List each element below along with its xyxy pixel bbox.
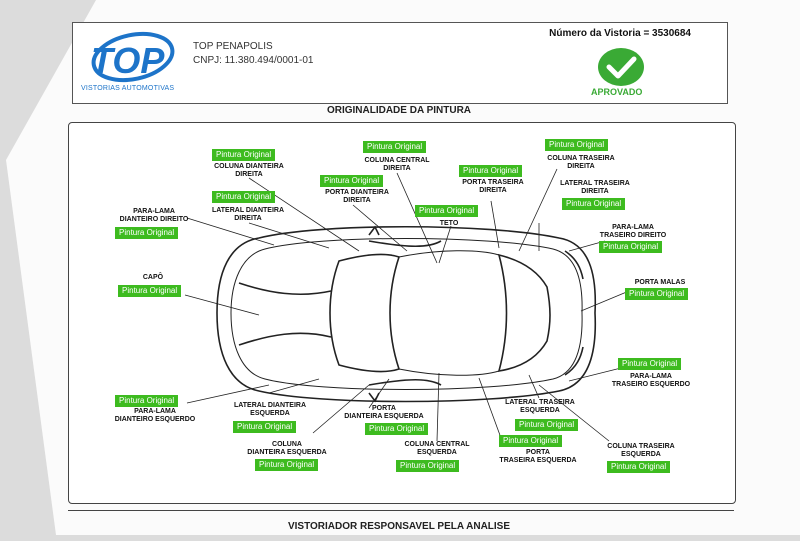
car-outline bbox=[184, 168, 630, 442]
status-porta-traseira-direita: Pintura Original bbox=[459, 165, 523, 177]
label-coluna-traseira-esquerda: COLUNA TRASEIRA ESQUERDA bbox=[607, 443, 675, 458]
label-para-lama-traseiro-esquerdo: PARA-LAMA TRASEIRO ESQUERDO bbox=[611, 373, 691, 388]
label-para-lama-traseiro-direito: PARA-LAMA TRASEIRO DIREITO bbox=[599, 224, 667, 239]
leader-lines bbox=[184, 168, 630, 442]
status-porta-traseira-esquerda: Pintura Original bbox=[499, 435, 563, 447]
label-porta-malas: PORTA MALAS bbox=[634, 279, 686, 286]
label-porta-dianteira-direita: PORTA DIANTEIRA DIREITA bbox=[325, 189, 389, 204]
status-teto: Pintura Original bbox=[415, 205, 479, 217]
footer-section bbox=[68, 510, 734, 541]
report-header: TOP VISTORIAS AUTOMOTIVAS TOP PENAPOLIS … bbox=[72, 22, 728, 104]
status-porta-dianteira-direita: Pintura Original bbox=[320, 175, 384, 187]
top-logo-icon: TOP bbox=[91, 31, 175, 83]
label-coluna-traseira-direita: COLUNA TRASEIRA DIREITA bbox=[547, 155, 615, 170]
status-para-lama-traseiro-direito: Pintura Original bbox=[599, 241, 663, 253]
status-coluna-traseira-direita: Pintura Original bbox=[545, 139, 609, 151]
status-badge: APROVADO bbox=[591, 87, 643, 97]
status-para-lama-dianteiro-esquerdo: Pintura Original bbox=[115, 395, 179, 407]
footer-title: VISTORIADOR RESPONSAVEL PELA ANALISE bbox=[287, 521, 511, 532]
section-title: ORIGINALIDADE DA PINTURA bbox=[326, 105, 472, 116]
label-para-lama-dianteiro-esquerdo: PARA-LAMA DIANTEIRO ESQUERDO bbox=[114, 408, 196, 423]
status-porta-dianteira-esquerda: Pintura Original bbox=[365, 423, 429, 435]
car-paint-diagram: Pintura Original COLUNA DIANTEIRA DIREIT… bbox=[68, 122, 736, 504]
label-coluna-central-esquerda: COLUNA CENTRAL ESQUERDA bbox=[404, 441, 470, 456]
status-capo: Pintura Original bbox=[118, 285, 182, 297]
label-coluna-dianteira-direita: COLUNA DIANTEIRA DIREITA bbox=[214, 163, 284, 178]
status-coluna-traseira-esquerda: Pintura Original bbox=[607, 461, 671, 473]
status-lateral-traseira-esquerda: Pintura Original bbox=[515, 419, 579, 431]
status-coluna-central-esquerda: Pintura Original bbox=[396, 460, 460, 472]
label-lateral-dianteira-direita: LATERAL DIANTEIRA DIREITA bbox=[211, 207, 285, 222]
logo-subtitle: VISTORIAS AUTOMOTIVAS bbox=[81, 85, 175, 92]
vistoria-number: Número da Vistoria = 3530684 bbox=[549, 28, 691, 39]
status-para-lama-dianteiro-direito: Pintura Original bbox=[115, 227, 179, 239]
status-coluna-central-direita: Pintura Original bbox=[363, 141, 427, 153]
label-porta-traseira-direita: PORTA TRASEIRA DIREITA bbox=[462, 179, 524, 194]
status-porta-malas: Pintura Original bbox=[625, 288, 689, 300]
label-coluna-dianteira-esquerda: COLUNA DIANTEIRA ESQUERDA bbox=[247, 441, 327, 456]
logo-text: TOP bbox=[91, 40, 165, 81]
status-coluna-dianteira-direita: Pintura Original bbox=[212, 149, 276, 161]
status-lateral-dianteira-esquerda: Pintura Original bbox=[233, 421, 297, 433]
label-lateral-dianteira-esquerda: LATERAL DIANTEIRA ESQUERDA bbox=[233, 402, 307, 417]
label-lateral-traseira-direita: LATERAL TRASEIRA DIREITA bbox=[560, 180, 630, 195]
label-coluna-central-direita: COLUNA CENTRAL DIREITA bbox=[364, 157, 430, 172]
status-coluna-dianteira-esquerda: Pintura Original bbox=[255, 459, 319, 471]
status-para-lama-traseiro-esquerdo: Pintura Original bbox=[618, 358, 682, 370]
approved-check-icon bbox=[598, 48, 644, 86]
label-capo: CAPÔ bbox=[142, 274, 164, 281]
label-teto: TETO bbox=[439, 220, 459, 227]
label-lateral-traseira-esquerda: LATERAL TRASEIRA ESQUERDA bbox=[505, 399, 575, 414]
label-para-lama-dianteiro-direito: PARA-LAMA DIANTEIRO DIREITO bbox=[119, 208, 189, 223]
status-lateral-traseira-direita: Pintura Original bbox=[562, 198, 626, 210]
label-porta-traseira-esquerda: PORTA TRASEIRA ESQUERDA bbox=[499, 449, 577, 464]
label-porta-dianteira-esquerda: PORTA DIANTEIRA ESQUERDA bbox=[344, 405, 424, 420]
company-cnpj: CNPJ: 11.380.494/0001-01 bbox=[193, 55, 314, 66]
status-lateral-dianteira-direita: Pintura Original bbox=[212, 191, 276, 203]
company-name: TOP PENAPOLIS bbox=[193, 41, 273, 52]
